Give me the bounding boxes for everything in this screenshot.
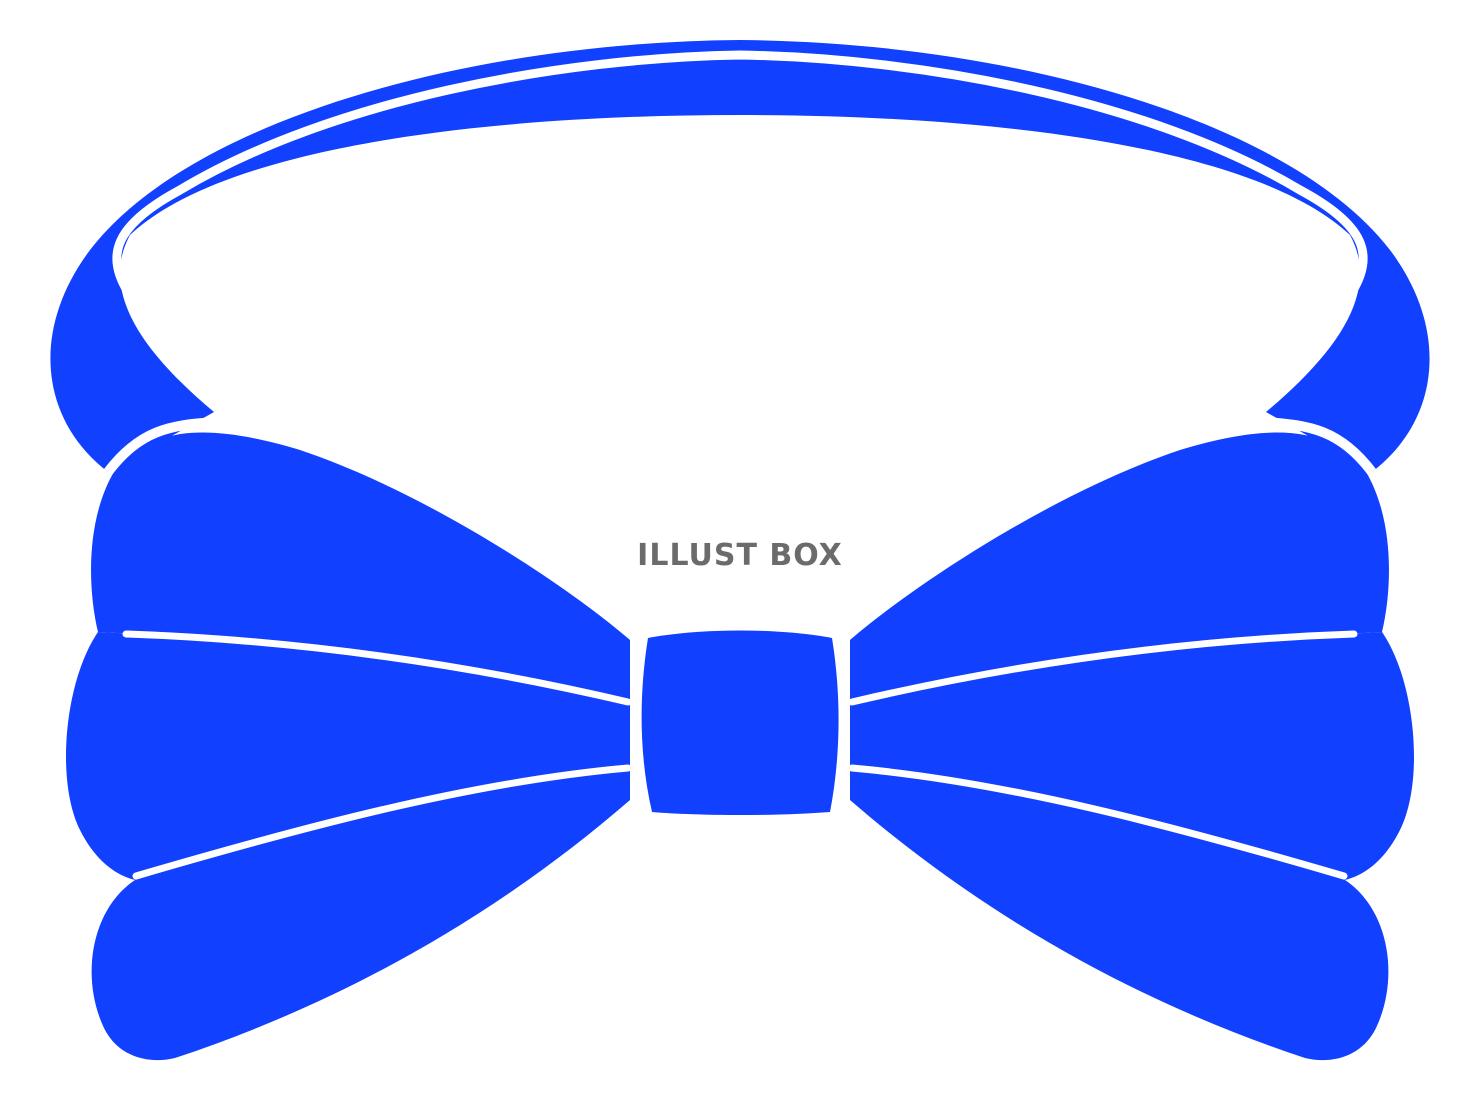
neck-band: [50, 40, 1430, 472]
left-pleat-line-lower: [132, 764, 632, 880]
right-wing-bottom-lobe: [850, 768, 1389, 1061]
right-wing-top-lobe: [850, 432, 1389, 703]
center-knot: [641, 630, 839, 815]
right-pleat-line-upper: [848, 630, 1358, 706]
neck-band-rim-line: [112, 50, 1368, 295]
left-wing-top-lobe: [91, 432, 630, 703]
left-wing-outline: [104, 417, 216, 476]
left-wing-bottom-lobe: [91, 768, 630, 1061]
right-wing-middle-lobe: [850, 632, 1414, 880]
left-pleat-line-upper: [122, 630, 632, 706]
right-wing-outline: [1264, 417, 1376, 476]
right-pleat-line-lower: [848, 764, 1348, 880]
watermark-text: ILLUST BOX: [637, 538, 843, 573]
left-wing-middle-lobe: [66, 632, 630, 880]
